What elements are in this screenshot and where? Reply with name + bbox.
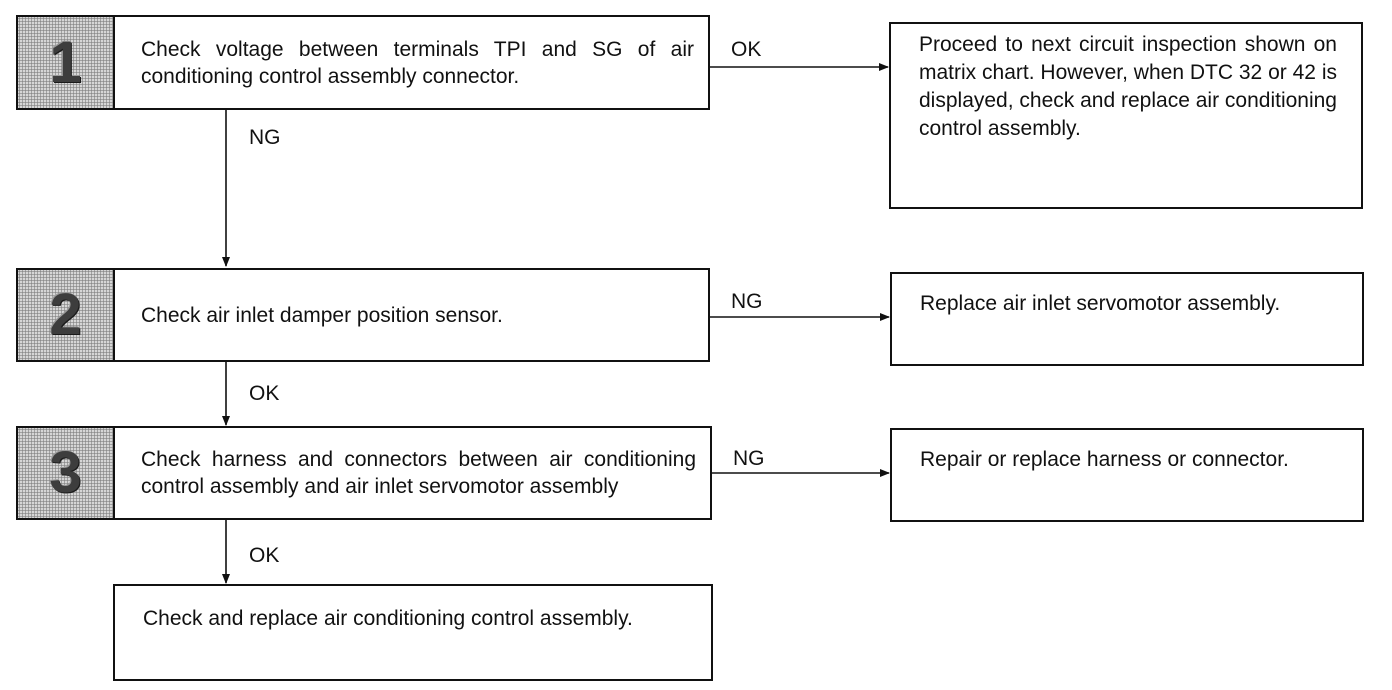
- step-1-ok-result-box: Proceed to next circuit inspection shown…: [889, 22, 1363, 209]
- step-2-number-block: 2: [18, 270, 115, 360]
- step-1-number: 1: [49, 29, 82, 95]
- step-3-number-block: 3: [18, 428, 115, 518]
- step-2-ng-result-text: Replace air inlet servomotor assembly.: [920, 292, 1281, 315]
- step-2-ng-label: NG: [731, 290, 763, 313]
- step-2-ok-label: OK: [249, 382, 280, 405]
- step-2-box: 2 Check air inlet damper position sensor…: [16, 268, 710, 362]
- step-3-number: 3: [49, 440, 82, 505]
- step-3-ok-label: OK: [249, 544, 280, 567]
- step-3-box: 3 Check harness and connectors between a…: [16, 426, 712, 520]
- step-1-number-block: 1: [18, 17, 115, 108]
- step-3-ng-result-box: Repair or replace harness or connector.: [890, 428, 1364, 522]
- step-1-ng-label: NG: [249, 126, 281, 149]
- final-action-box: Check and replace air conditioning contr…: [113, 584, 713, 681]
- step-1-text-cell: Check voltage between terminals TPI and …: [115, 17, 708, 108]
- step-2-text: Check air inlet damper position sensor.: [141, 303, 503, 327]
- step-3-ng-label: NG: [733, 447, 765, 470]
- step-3-ng-result-text: Repair or replace harness or connector.: [920, 448, 1289, 471]
- step-1-text: Check voltage between terminals TPI and …: [141, 37, 694, 88]
- step-1-ok-result-text: Proceed to next circuit inspection shown…: [919, 33, 1337, 140]
- step-3-text: Check harness and connectors between air…: [141, 448, 696, 498]
- step-2-text-cell: Check air inlet damper position sensor.: [115, 270, 708, 360]
- step-3-text-cell: Check harness and connectors between air…: [115, 428, 710, 518]
- step-2-number: 2: [49, 282, 82, 347]
- step-1-box: 1 Check voltage between terminals TPI an…: [16, 15, 710, 110]
- final-action-text: Check and replace air conditioning contr…: [143, 607, 633, 630]
- step-1-ok-label: OK: [731, 38, 762, 61]
- step-2-ng-result-box: Replace air inlet servomotor assembly.: [890, 272, 1364, 366]
